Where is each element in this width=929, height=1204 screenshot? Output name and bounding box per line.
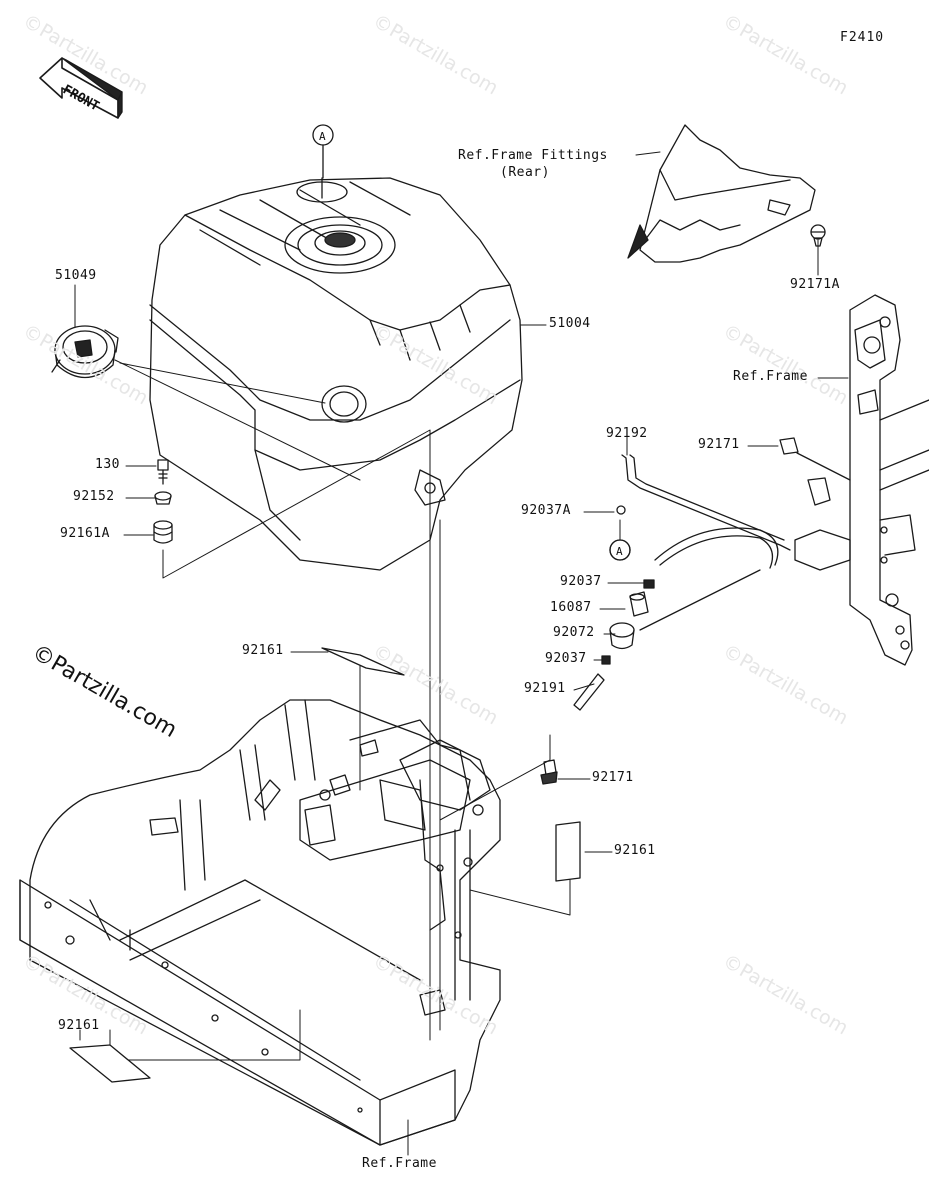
callout-a-mid-text: A bbox=[616, 545, 623, 558]
part-92072-label: 92072 bbox=[553, 625, 595, 640]
part-130-label: 130 bbox=[95, 457, 120, 472]
callout-a-mid bbox=[609, 539, 631, 561]
ref-frame-fittings-sub-label: (Rear) bbox=[500, 165, 550, 180]
frame-fittings-rear-drawing bbox=[627, 124, 826, 263]
leader-lines bbox=[74, 151, 849, 1156]
fuel-hose-drawing bbox=[573, 454, 791, 711]
frame-right-drawing bbox=[779, 294, 929, 666]
part-92152-label: 92152 bbox=[73, 489, 115, 504]
part-92192-label: 92192 bbox=[606, 426, 648, 441]
part-92171-mid-label: 92171 bbox=[592, 770, 634, 785]
part-51049-label: 51049 bbox=[55, 268, 97, 283]
pad-92161-mid bbox=[321, 647, 405, 676]
part-92161-right-label: 92161 bbox=[614, 843, 656, 858]
fuel-cap-drawing bbox=[51, 325, 119, 378]
part-92037a-label: 92037A bbox=[521, 503, 571, 518]
part-92161-left-label: 92161 bbox=[58, 1018, 100, 1033]
figure-code: F2410 bbox=[840, 30, 885, 45]
washer-92152-drawing bbox=[154, 491, 172, 505]
clip-92171-mid-drawing bbox=[540, 759, 558, 785]
part-92037-upper-label: 92037 bbox=[560, 574, 602, 589]
part-16087-label: 16087 bbox=[550, 600, 592, 615]
ref-frame-bottom-label: Ref.Frame bbox=[362, 1156, 437, 1171]
fuel-tank-drawing bbox=[149, 177, 523, 571]
callout-a-top bbox=[312, 124, 334, 179]
pad-92161-right bbox=[555, 821, 581, 882]
pad-92161-left bbox=[69, 1044, 151, 1083]
bolt-130-drawing bbox=[157, 459, 169, 485]
grommet-92161a-drawing bbox=[153, 520, 173, 544]
part-92171-top-label: 92171 bbox=[698, 437, 740, 452]
part-92161a-label: 92161A bbox=[60, 526, 110, 541]
frame-bottom-drawing bbox=[19, 699, 501, 1146]
part-92191-label: 92191 bbox=[524, 681, 566, 696]
part-92037-lower-label: 92037 bbox=[545, 651, 587, 666]
part-51004-label: 51004 bbox=[549, 316, 591, 331]
part-92171a-label: 92171A bbox=[790, 277, 840, 292]
ref-frame-right-label: Ref.Frame bbox=[733, 369, 808, 384]
ref-frame-fittings-label: Ref.Frame Fittings bbox=[458, 148, 608, 163]
part-92161-mid-label: 92161 bbox=[242, 643, 284, 658]
callout-a-top-text: A bbox=[319, 130, 326, 143]
